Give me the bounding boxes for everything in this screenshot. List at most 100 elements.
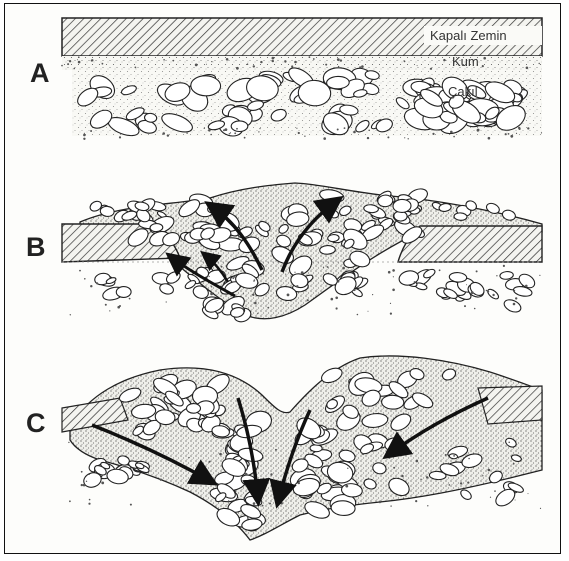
sand-speck xyxy=(234,501,235,502)
sand-speck xyxy=(88,503,90,505)
sand-speck xyxy=(513,303,516,306)
sand-speck xyxy=(390,303,391,304)
sand-speck xyxy=(513,290,515,292)
sand-speck xyxy=(272,60,274,62)
sand-speck xyxy=(68,442,69,443)
sand-speck xyxy=(167,134,169,136)
sand-speck xyxy=(362,453,364,455)
pebble xyxy=(393,199,411,213)
sand-speck xyxy=(353,131,356,134)
sand-speck xyxy=(392,289,395,292)
sand-speck xyxy=(337,58,340,61)
sand-speck xyxy=(81,484,83,486)
sand-speck xyxy=(287,294,290,297)
pebble xyxy=(327,234,339,242)
label-sand: Kum xyxy=(452,54,479,69)
sand-speck xyxy=(417,65,418,66)
sand-speck xyxy=(336,307,338,309)
sand-speck xyxy=(86,481,87,482)
sand-speck xyxy=(83,484,86,487)
sand-speck xyxy=(526,67,529,70)
sand-speck xyxy=(267,307,269,309)
sand-speck xyxy=(486,290,488,292)
sand-speck xyxy=(291,65,293,67)
sand-speck xyxy=(298,132,300,134)
sand-speck xyxy=(387,136,389,138)
sand-speck xyxy=(539,275,540,276)
sand-speck xyxy=(344,127,346,129)
sand-speck xyxy=(327,266,329,268)
sand-speck xyxy=(443,59,445,61)
sand-speck xyxy=(236,67,239,70)
sand-speck xyxy=(393,276,394,277)
sand-speck xyxy=(259,128,260,129)
sand-speck xyxy=(90,130,92,132)
sand-speck xyxy=(414,281,416,283)
sand-speck xyxy=(69,60,71,62)
sand-speck xyxy=(338,66,339,67)
sand-speck xyxy=(309,56,311,58)
sand-speck xyxy=(254,302,257,305)
sand-speck xyxy=(109,310,110,311)
sand-speck xyxy=(285,274,286,275)
sand-speck xyxy=(296,285,298,287)
sand-speck xyxy=(244,137,246,139)
sand-speck xyxy=(393,467,395,469)
sand-speck xyxy=(389,458,390,459)
sand-speck xyxy=(210,134,212,136)
sand-speck xyxy=(196,269,197,270)
sand-speck xyxy=(219,453,222,456)
sand-speck xyxy=(361,65,364,68)
sand-speck xyxy=(476,270,478,272)
sand-speck xyxy=(323,267,324,268)
sand-speck xyxy=(101,482,104,485)
pebble xyxy=(319,245,335,254)
sand-speck xyxy=(253,280,255,282)
panel-letter-b: B xyxy=(26,232,46,262)
sand-speck xyxy=(337,129,339,131)
sand-speck xyxy=(234,132,236,134)
sand-speck xyxy=(503,265,505,267)
sand-speck xyxy=(392,269,395,272)
sand-speck xyxy=(515,297,517,299)
sand-speck xyxy=(323,137,326,140)
sand-speck xyxy=(61,65,63,67)
sand-speck xyxy=(388,271,391,274)
sand-speck xyxy=(253,65,255,67)
sand-speck xyxy=(372,294,373,295)
sand-speck xyxy=(258,131,259,132)
sand-speck xyxy=(209,276,210,277)
sand-speck xyxy=(416,460,419,463)
pebble xyxy=(116,286,131,297)
sand-speck xyxy=(341,449,343,451)
sand-speck xyxy=(280,502,283,505)
sand-speck xyxy=(482,65,484,67)
sand-speck xyxy=(345,485,348,488)
sand-speck xyxy=(367,137,369,139)
sand-speck xyxy=(307,299,309,301)
sand-speck xyxy=(368,311,369,312)
sand-speck xyxy=(298,482,300,484)
sand-speck xyxy=(74,68,76,70)
sand-speck xyxy=(272,57,275,60)
sand-speck xyxy=(230,132,231,133)
sand-speck xyxy=(247,63,249,65)
sand-speck xyxy=(427,505,428,506)
sand-speck xyxy=(528,493,529,494)
panel-letter-c: C xyxy=(26,408,46,438)
sand-speck xyxy=(221,266,223,268)
sand-speck xyxy=(466,284,467,285)
sand-speck xyxy=(263,273,265,275)
sand-speck xyxy=(257,313,258,314)
sand-speck xyxy=(84,133,85,134)
sand-speck xyxy=(379,501,382,504)
sand-speck xyxy=(243,293,244,294)
pebble xyxy=(231,121,248,132)
sand-speck xyxy=(515,500,516,501)
sand-speck xyxy=(474,308,476,310)
pebble xyxy=(502,297,522,314)
sand-speck xyxy=(516,133,517,134)
sand-speck xyxy=(432,133,434,135)
sand-speck xyxy=(304,136,305,137)
sand-speck xyxy=(211,286,212,287)
